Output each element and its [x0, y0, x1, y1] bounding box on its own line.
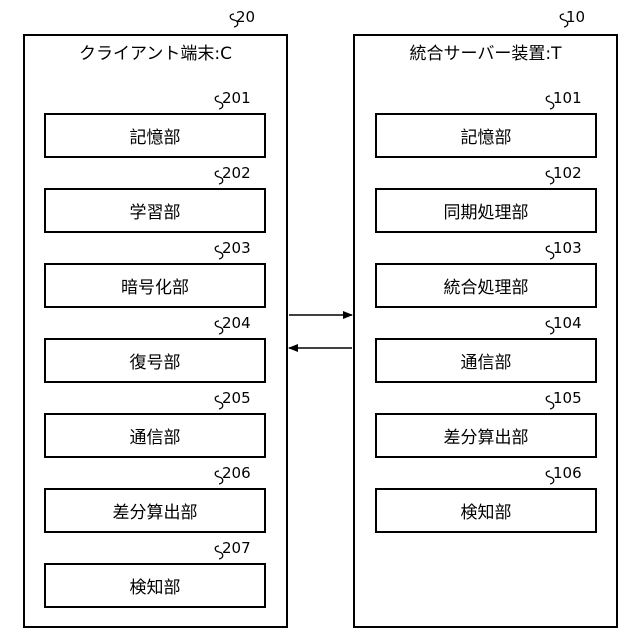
client-unit-leader	[215, 96, 223, 109]
client-ref-leader	[230, 14, 238, 27]
server-ref-leader	[560, 14, 568, 27]
client-unit-leader	[215, 321, 223, 334]
client-unit-leader	[215, 546, 223, 559]
server-unit-leader	[546, 321, 554, 334]
server-unit-leader	[546, 246, 554, 259]
client-unit-leader	[215, 246, 223, 259]
server-unit-leader	[546, 396, 554, 409]
server-unit-leader	[546, 171, 554, 184]
client-unit-leader	[215, 471, 223, 484]
server-unit-leader	[546, 471, 554, 484]
client-unit-leader	[215, 396, 223, 409]
server-unit-leader	[546, 96, 554, 109]
client-unit-leader	[215, 171, 223, 184]
